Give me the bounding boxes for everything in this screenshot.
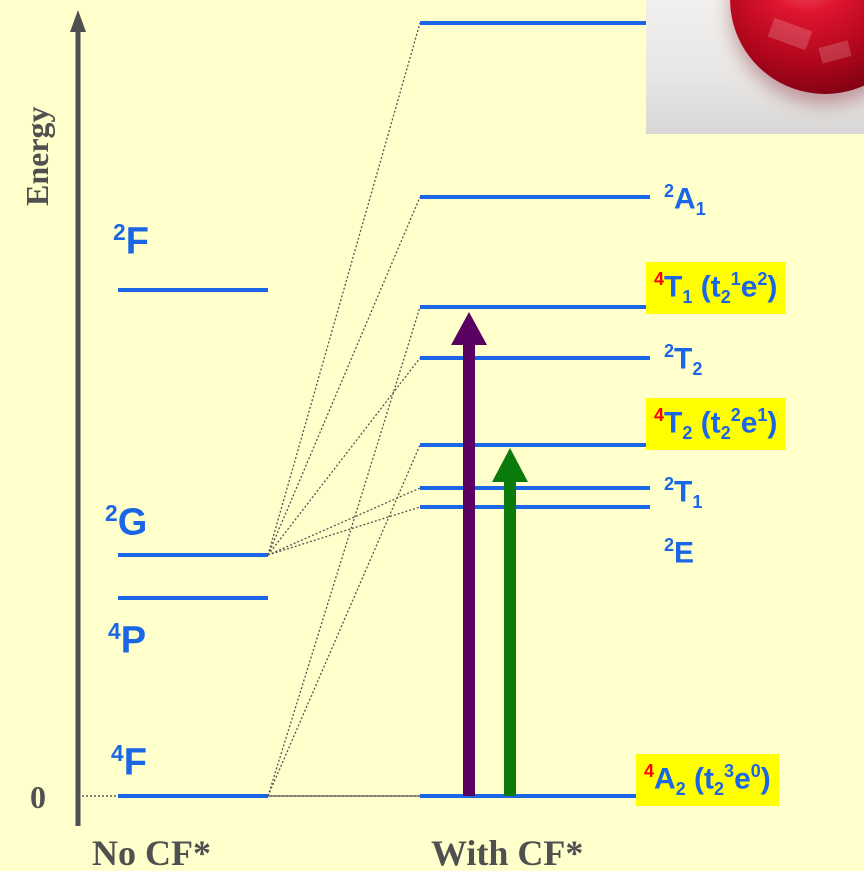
state-label-4T1: 4T1 (t21e2) <box>646 262 786 314</box>
state-label-4A2: 4A2 (t23e0) <box>636 754 779 806</box>
correlation-2G-2T2 <box>267 357 421 556</box>
state-label-2A1: 2A1 <box>664 181 706 219</box>
correlation-2G-2E <box>267 506 421 556</box>
correlation-2G-top <box>267 22 421 556</box>
energy-axis-arrowhead <box>70 10 86 32</box>
free-ion-levels <box>118 288 268 798</box>
transition-arrowhead-4T2 <box>492 448 528 482</box>
right-column-label: With CF* <box>431 833 583 871</box>
correlation-2G-2A1 <box>267 196 421 556</box>
state-label-2T1: 2T1 <box>664 474 703 512</box>
transition-4A2-to-4T2 <box>492 448 528 796</box>
state-label-2T2: 2T2 <box>664 341 703 379</box>
energy-axis-label: Energy <box>19 106 55 206</box>
transition-arrowhead-4T1 <box>451 312 487 345</box>
left-column-label: No CF* <box>92 833 211 871</box>
zero-label: 0 <box>30 779 46 815</box>
term-label-4F: 4F <box>111 740 147 784</box>
state-label-2E: 2E <box>664 535 695 570</box>
ruby-gem <box>730 0 864 94</box>
correlation-lines <box>267 22 421 797</box>
state-label-4T2: 4T2 (t22e1) <box>646 398 786 450</box>
term-label-2F: 2F <box>113 219 149 263</box>
crystal-field-levels <box>420 21 650 798</box>
transition-4A2-to-4T1 <box>451 312 487 796</box>
term-label-4P: 4P <box>108 618 147 662</box>
term-label-2G: 2G <box>105 500 148 544</box>
ruby-gem-image <box>646 0 864 134</box>
correlation-4F-4T1 <box>267 306 421 797</box>
correlation-2G-2T1 <box>267 487 421 556</box>
